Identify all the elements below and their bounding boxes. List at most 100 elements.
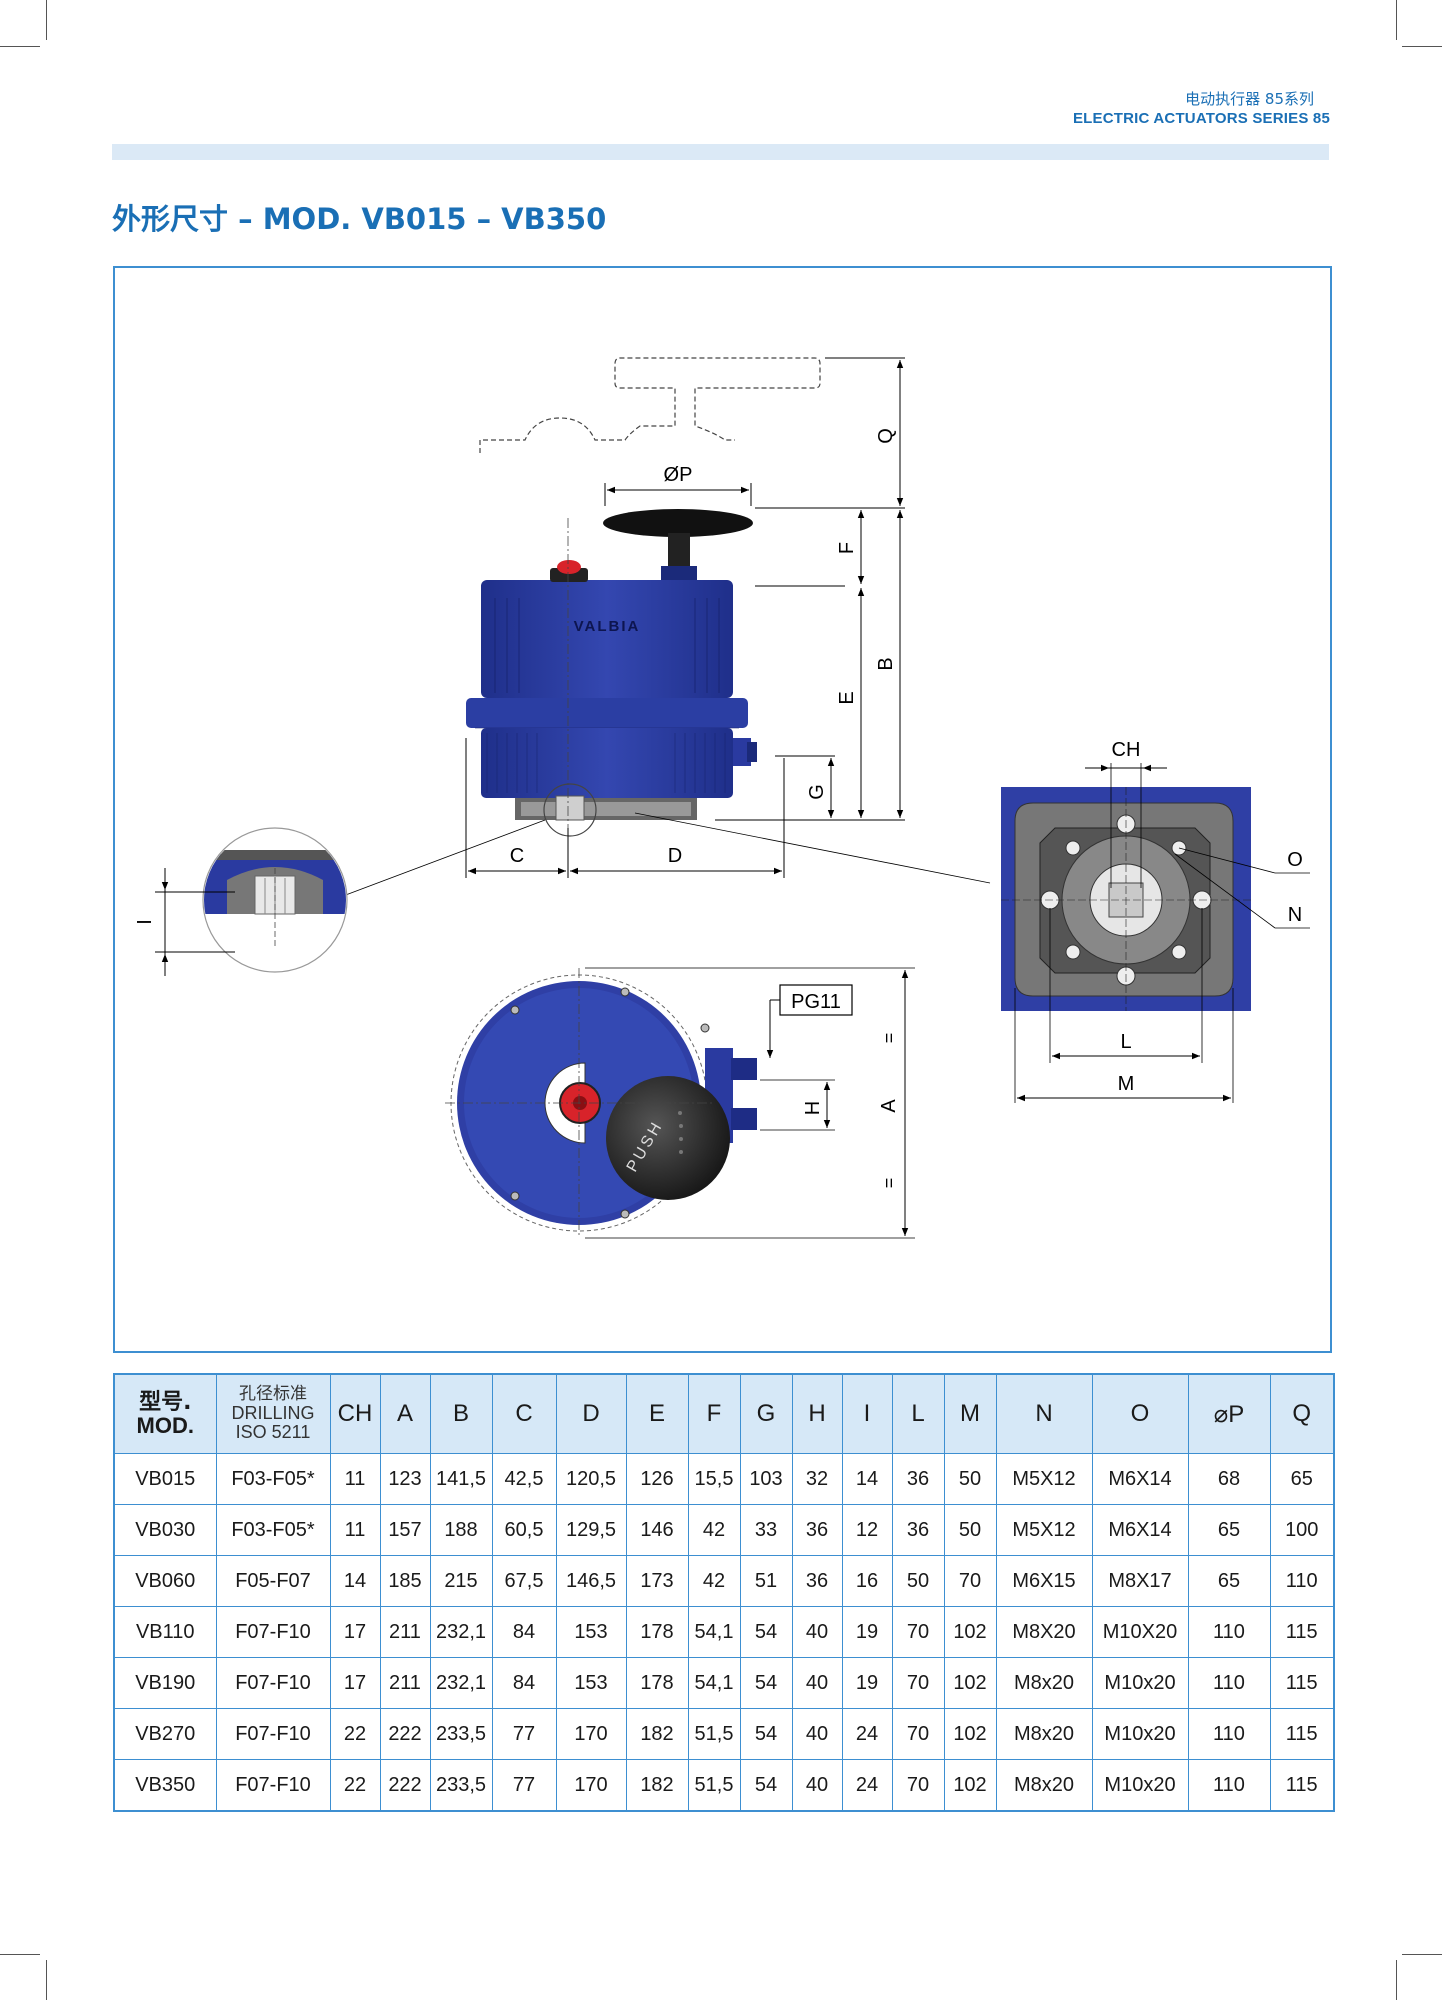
table-cell: 222 [379, 1759, 431, 1812]
table-cell: 102 [943, 1708, 997, 1760]
table-cell: 233,5 [429, 1759, 493, 1812]
dim-label-equal-top: = [879, 1033, 899, 1044]
table-cell: 222 [379, 1708, 431, 1760]
table-cell: 115 [1269, 1657, 1335, 1709]
table-cell: 84 [491, 1606, 557, 1658]
table-cell: 103 [739, 1453, 793, 1505]
table-cell: 54 [739, 1657, 793, 1709]
brand-logo: VALBIA [574, 618, 641, 635]
drawing-canvas: VALBIA Q [134, 357, 1310, 1239]
table-cell: 70 [891, 1657, 945, 1709]
table-cell: 170 [555, 1759, 627, 1812]
col-header: Q [1269, 1373, 1335, 1454]
table-cell: M10x20 [1091, 1657, 1189, 1709]
cell-model: VB030 [113, 1504, 217, 1556]
dim-label-c: C [510, 845, 524, 867]
table-cell: 24 [841, 1759, 893, 1812]
dim-label-q: Q [875, 428, 897, 444]
table-cell: 157 [379, 1504, 431, 1556]
table-cell: 70 [891, 1759, 945, 1812]
table-cell: 36 [791, 1555, 843, 1607]
header-series-zh: 电动执行器 85系列 [1185, 90, 1314, 108]
table-cell: 178 [625, 1606, 689, 1658]
cable-gland-label: PG11 [791, 991, 841, 1013]
table-cell: 51,5 [687, 1708, 741, 1760]
table-cell: 16 [841, 1555, 893, 1607]
table-cell: M5X12 [995, 1504, 1093, 1556]
table-cell: 129,5 [555, 1504, 627, 1556]
col-header: B [429, 1373, 493, 1454]
table-cell: 115 [1269, 1606, 1335, 1658]
table-cell: F05-F07 [215, 1555, 331, 1607]
actuator-body-lower [481, 728, 733, 798]
dim-label-b: B [875, 657, 897, 670]
cell-model: VB350 [113, 1759, 217, 1812]
table-cell: 188 [429, 1504, 493, 1556]
col-header-drilling-en: DRILLING [231, 1402, 315, 1423]
table-cell: 115 [1269, 1759, 1335, 1812]
table-cell: 50 [943, 1453, 997, 1505]
table-cell: M10x20 [1091, 1708, 1189, 1760]
col-header: O [1091, 1373, 1189, 1454]
cell-model: VB190 [113, 1657, 217, 1709]
crop-mark [1402, 1954, 1442, 1955]
table-cell: 22 [329, 1708, 381, 1760]
cell-model: VB270 [113, 1708, 217, 1760]
dim-label-o: O [1287, 849, 1303, 871]
table-cell: 54 [739, 1606, 793, 1658]
table-cell: 60,5 [491, 1504, 557, 1556]
table-cell: 51,5 [687, 1759, 741, 1812]
table-cell: 12 [841, 1504, 893, 1556]
col-header: F [687, 1373, 741, 1454]
header-series-en: ELECTRIC ACTUATORS SERIES 85 [1072, 110, 1330, 127]
table-cell: F07-F10 [215, 1708, 331, 1760]
table-cell: M8x20 [995, 1759, 1093, 1812]
table-cell: 51 [739, 1555, 793, 1607]
dimension-drawing: VALBIA Q [113, 266, 1332, 1353]
col-header: N [995, 1373, 1093, 1454]
table-cell: 40 [791, 1657, 843, 1709]
table-cell: 146 [625, 1504, 689, 1556]
table-cell: 110 [1187, 1657, 1271, 1709]
optional-handwheel-outline [479, 357, 821, 453]
table-cell: 178 [625, 1657, 689, 1709]
table-cell: 65 [1269, 1453, 1335, 1505]
table-cell: 14 [329, 1555, 381, 1607]
table-cell: M8x20 [995, 1708, 1093, 1760]
table-cell: 14 [841, 1453, 893, 1505]
position-indicator [557, 560, 581, 574]
col-header: CH [329, 1373, 381, 1454]
cable-gland [733, 738, 751, 766]
table-cell: 33 [739, 1504, 793, 1556]
table-cell: 146,5 [555, 1555, 627, 1607]
cell-model: VB110 [113, 1606, 217, 1658]
table-cell: 36 [791, 1504, 843, 1556]
table-cell: 40 [791, 1606, 843, 1658]
crop-mark [1402, 46, 1442, 47]
col-header: G [739, 1373, 793, 1454]
table-cell: 40 [791, 1708, 843, 1760]
table-cell: 70 [891, 1708, 945, 1760]
table-cell: 42,5 [491, 1453, 557, 1505]
dim-label-equal-bottom: = [879, 1178, 899, 1189]
table-cell: 40 [791, 1759, 843, 1812]
dim-label-phi-p: ØP [664, 464, 693, 486]
table-cell: 11 [329, 1453, 381, 1505]
table-cell: 65 [1187, 1504, 1271, 1556]
col-header-mod-en: MOD. [136, 1413, 194, 1438]
col-header-mod: 型号. MOD. [113, 1373, 217, 1454]
crop-mark [1396, 0, 1397, 40]
table-cell: F03-F05* [215, 1453, 331, 1505]
table-cell: 153 [555, 1606, 627, 1658]
table-cell: 54,1 [687, 1657, 741, 1709]
table-cell: 15,5 [687, 1453, 741, 1505]
crop-mark [1396, 1960, 1397, 2000]
table-cell: M6X14 [1091, 1453, 1189, 1505]
table-cell: 115 [1269, 1708, 1335, 1760]
table-cell: 110 [1187, 1708, 1271, 1760]
table-cell: 120,5 [555, 1453, 627, 1505]
col-header: L [891, 1373, 945, 1454]
